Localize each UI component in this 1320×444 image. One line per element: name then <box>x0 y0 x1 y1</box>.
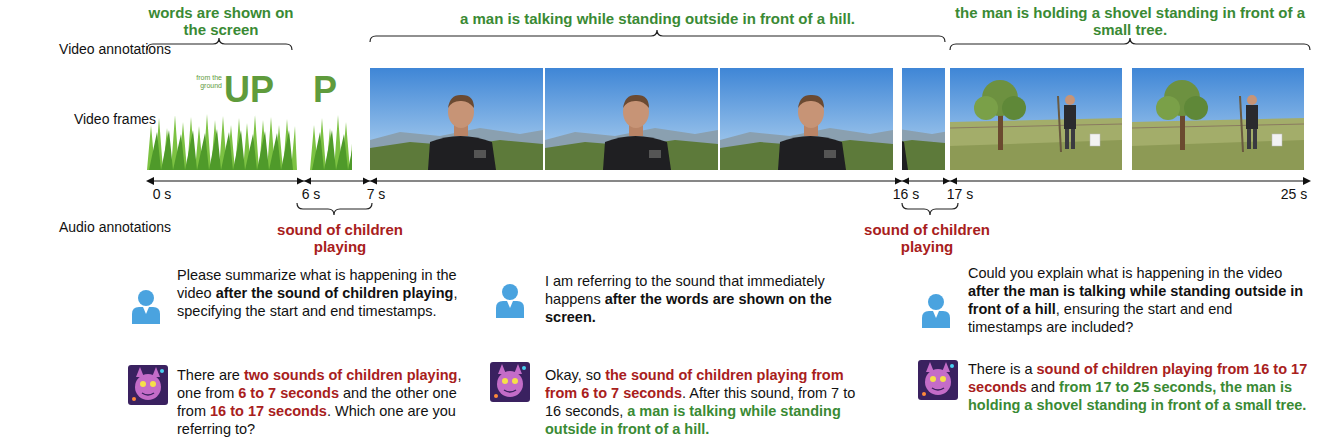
tick-label: 17 s <box>947 186 973 202</box>
video-frame <box>1132 68 1304 170</box>
tick-label: 16 s <box>893 186 919 202</box>
frame-text-block: from the ground <box>194 74 222 90</box>
timeline-axis <box>146 177 1311 185</box>
assistant-message: There is a <box>968 361 1037 377</box>
frame-text-block: P <box>313 70 351 110</box>
row-label-block: Audio annotations <box>40 219 190 236</box>
frame-text-block: UP <box>224 70 294 110</box>
tick-label-block: 0 s <box>137 186 187 203</box>
user-message-block: I am referring to the sound that immedia… <box>545 272 875 326</box>
video-annotation-block: the man is holding a shovel standing in … <box>950 4 1310 38</box>
tick-label-block: 6 s <box>286 186 336 203</box>
row-label: Video frames <box>74 111 156 127</box>
user-icon <box>922 294 950 328</box>
video-annotation: the man is holding a shovel standing in … <box>955 4 1305 38</box>
audio-annotation-block: sound of children playing <box>852 221 1002 255</box>
assistant-message-block: Okay, so the sound of children playing f… <box>545 366 875 438</box>
brace <box>950 38 1310 50</box>
tick-label: 25 s <box>1281 186 1307 202</box>
row-label: Video annotations <box>59 41 171 57</box>
brace <box>370 30 945 42</box>
assistant-message: Okay, so <box>545 367 605 383</box>
user-icon <box>132 290 160 324</box>
assistant-message: 6 to 7 seconds <box>238 385 339 401</box>
row-label-block: Video frames <box>40 111 190 128</box>
video-annotation: words are shown on the screen <box>148 4 293 38</box>
video-frame <box>545 68 718 170</box>
brace <box>902 203 958 215</box>
assistant-message: and <box>1027 379 1059 395</box>
assistant-message-block: There are two sounds of children playing… <box>177 366 477 438</box>
audio-annotation-block: sound of children playing <box>265 221 415 255</box>
user-message-block: Please summarize what is happening in th… <box>177 266 477 320</box>
video-annotation: a man is talking while standing outside … <box>460 10 855 27</box>
audio-annotation: sound of children playing <box>864 221 990 255</box>
tick-label: 7 s <box>367 186 386 202</box>
assistant-message: There are <box>177 367 244 383</box>
assistant-message: two sounds of children playing <box>244 367 457 383</box>
row-label: Audio annotations <box>59 219 171 235</box>
tick-label-block: 17 s <box>935 186 985 203</box>
frame-text: P <box>313 69 337 110</box>
audio-annotation: sound of children playing <box>277 221 403 255</box>
tick-label-block: 16 s <box>881 186 931 203</box>
user-icon <box>496 284 524 318</box>
tick-label-block: 25 s <box>1269 186 1319 203</box>
row-label-block: Video annotations <box>40 41 190 58</box>
tick-label: 0 s <box>153 186 172 202</box>
user-message-block: Could you explain what is happening in t… <box>968 264 1310 336</box>
assistant-avatar <box>918 360 958 400</box>
video-frame <box>370 68 543 170</box>
tick-label-block: 7 s <box>351 186 401 203</box>
frame-text: UP <box>224 69 274 110</box>
tick-label: 6 s <box>302 186 321 202</box>
user-message: after the sound of children playing <box>216 285 454 301</box>
frame-text: from the ground <box>196 74 222 89</box>
brace <box>297 203 372 215</box>
video-annotation-block: words are shown on the screen <box>147 4 295 38</box>
assistant-message: 16 to 17 seconds <box>210 403 327 419</box>
user-message: Could you explain what is happening in t… <box>968 265 1282 281</box>
video-annotation-block: a man is talking while standing outside … <box>370 10 945 27</box>
assistant-avatar <box>128 365 168 405</box>
video-frame <box>782 68 955 170</box>
assistant-message-block: There is a sound of children playing fro… <box>968 360 1310 414</box>
assistant-avatar <box>490 362 530 402</box>
video-frame <box>720 68 893 170</box>
video-frame <box>147 68 297 170</box>
video-frame <box>950 68 1122 170</box>
